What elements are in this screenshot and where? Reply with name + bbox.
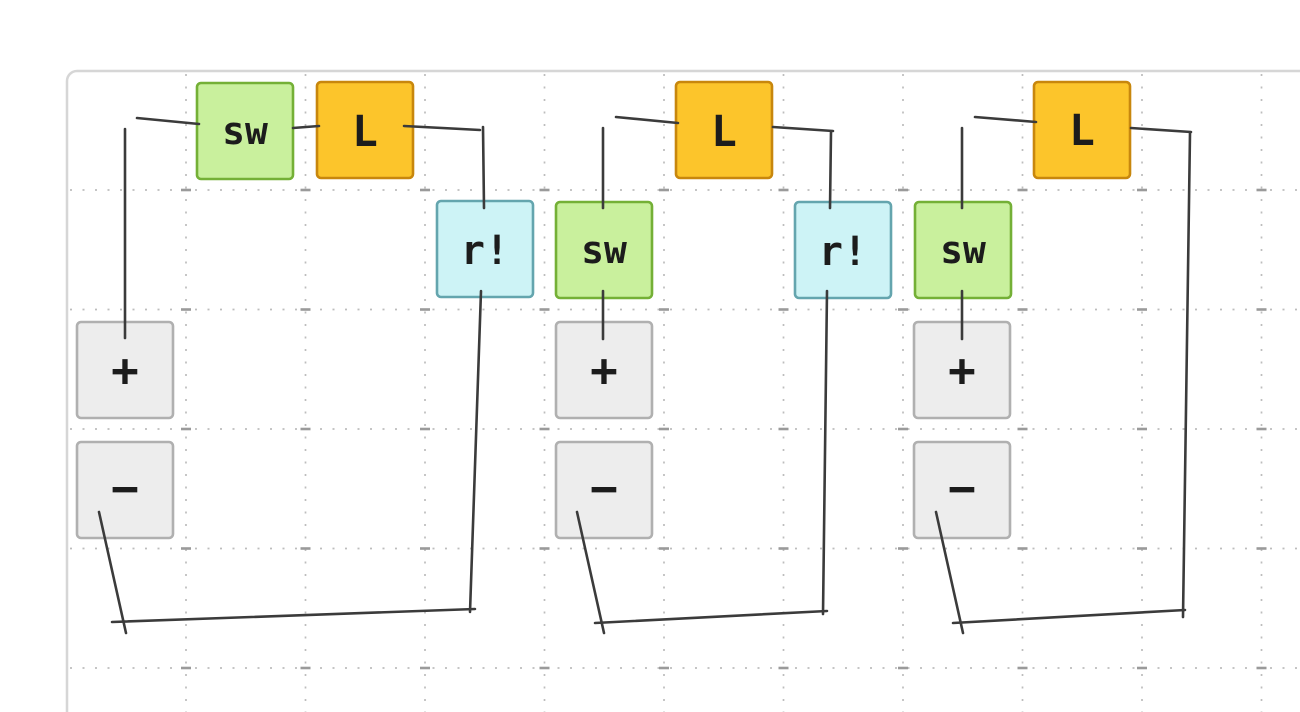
battery-plus-label: + [590,343,618,397]
battery-plus-label: + [948,343,976,397]
battery-minus-label: − [948,461,976,515]
switch-label: sw [940,228,986,272]
wire[interactable] [593,609,829,625]
switch-component[interactable]: sw [913,200,1013,300]
relay-box[interactable] [793,200,893,300]
wire[interactable] [575,510,606,635]
lamp-component[interactable]: L [674,80,774,180]
wire[interactable] [1181,131,1192,619]
wire[interactable] [821,289,829,616]
battery-plus-component[interactable]: + [75,320,175,420]
wire[interactable] [614,115,680,125]
lamp-box[interactable] [1032,80,1132,180]
lamp-label: L [1069,106,1095,156]
switch-label: sw [581,228,627,272]
wires [97,115,1193,635]
battery-minus-component[interactable]: − [554,440,654,540]
grid [70,74,1300,712]
battery-minus-label: − [590,461,618,515]
relay-component[interactable]: r! [793,200,893,300]
wire[interactable] [771,125,835,133]
wire[interactable] [97,510,128,635]
lamp-box[interactable] [315,80,415,180]
battery-plus-component[interactable]: + [912,320,1012,420]
wire[interactable] [973,115,1038,124]
wire[interactable] [291,124,321,130]
wire[interactable] [402,124,482,132]
wire[interactable] [481,125,486,210]
wire[interactable] [1129,126,1193,134]
battery-minus-component[interactable]: − [912,440,1012,540]
wire[interactable] [828,130,833,210]
battery-minus-box[interactable] [554,440,654,540]
wire[interactable] [110,607,477,624]
lamp-component[interactable]: L [315,80,415,180]
switch-label: sw [222,109,268,153]
battery-minus-box[interactable] [912,440,1012,540]
wire[interactable] [951,608,1187,625]
battery-plus-label: + [111,343,139,397]
battery-minus-label: − [111,461,139,515]
switch-component[interactable]: sw [195,81,295,181]
switch-component[interactable]: sw [554,200,654,300]
switch-box[interactable] [195,81,295,181]
wire[interactable] [934,510,965,635]
relay-label: r! [461,228,509,274]
relay-component[interactable]: r! [435,199,535,299]
lamp-label: L [352,107,378,157]
relay-label: r! [819,229,867,275]
lamp-label: L [711,107,737,157]
wire[interactable] [135,116,201,126]
battery-minus-box[interactable] [75,440,175,540]
lamp-box[interactable] [674,80,774,180]
wire[interactable] [468,289,483,614]
lamp-component[interactable]: L [1032,80,1132,180]
battery-minus-component[interactable]: − [75,440,175,540]
